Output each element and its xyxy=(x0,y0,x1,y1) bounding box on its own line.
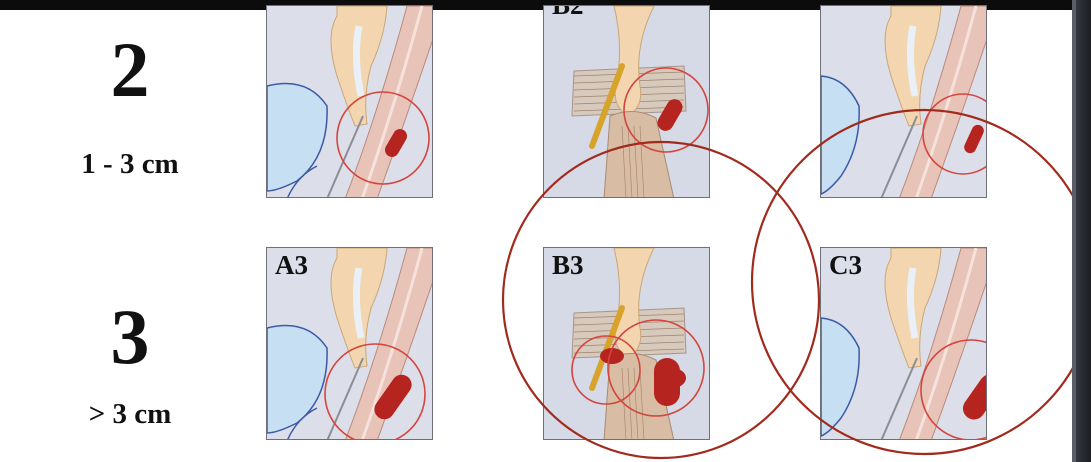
row-3-size: > 3 cm xyxy=(25,398,235,431)
panel-c3: C3 xyxy=(820,247,987,440)
panel-c2 xyxy=(820,5,987,198)
panel-label: A3 xyxy=(275,250,308,281)
panel-label: B3 xyxy=(552,250,584,281)
panel-illustration xyxy=(267,6,433,198)
panel-illustration xyxy=(544,6,710,198)
panel-b3: B3 xyxy=(543,247,710,440)
panel-illustration xyxy=(821,6,987,198)
panel-a2 xyxy=(266,5,433,198)
panel-a3: A3 xyxy=(266,247,433,440)
panel-label: B2 xyxy=(552,5,584,21)
row-3-number: 3 xyxy=(25,295,235,379)
row-2-number: 2 xyxy=(25,28,235,112)
panel-b2: B2 xyxy=(543,5,710,198)
row-2-size: 1 - 3 cm xyxy=(25,148,235,181)
endometriosis-lesion-lobe xyxy=(658,368,686,388)
panel-label: C3 xyxy=(829,250,862,281)
right-edge-strip xyxy=(1072,0,1076,462)
